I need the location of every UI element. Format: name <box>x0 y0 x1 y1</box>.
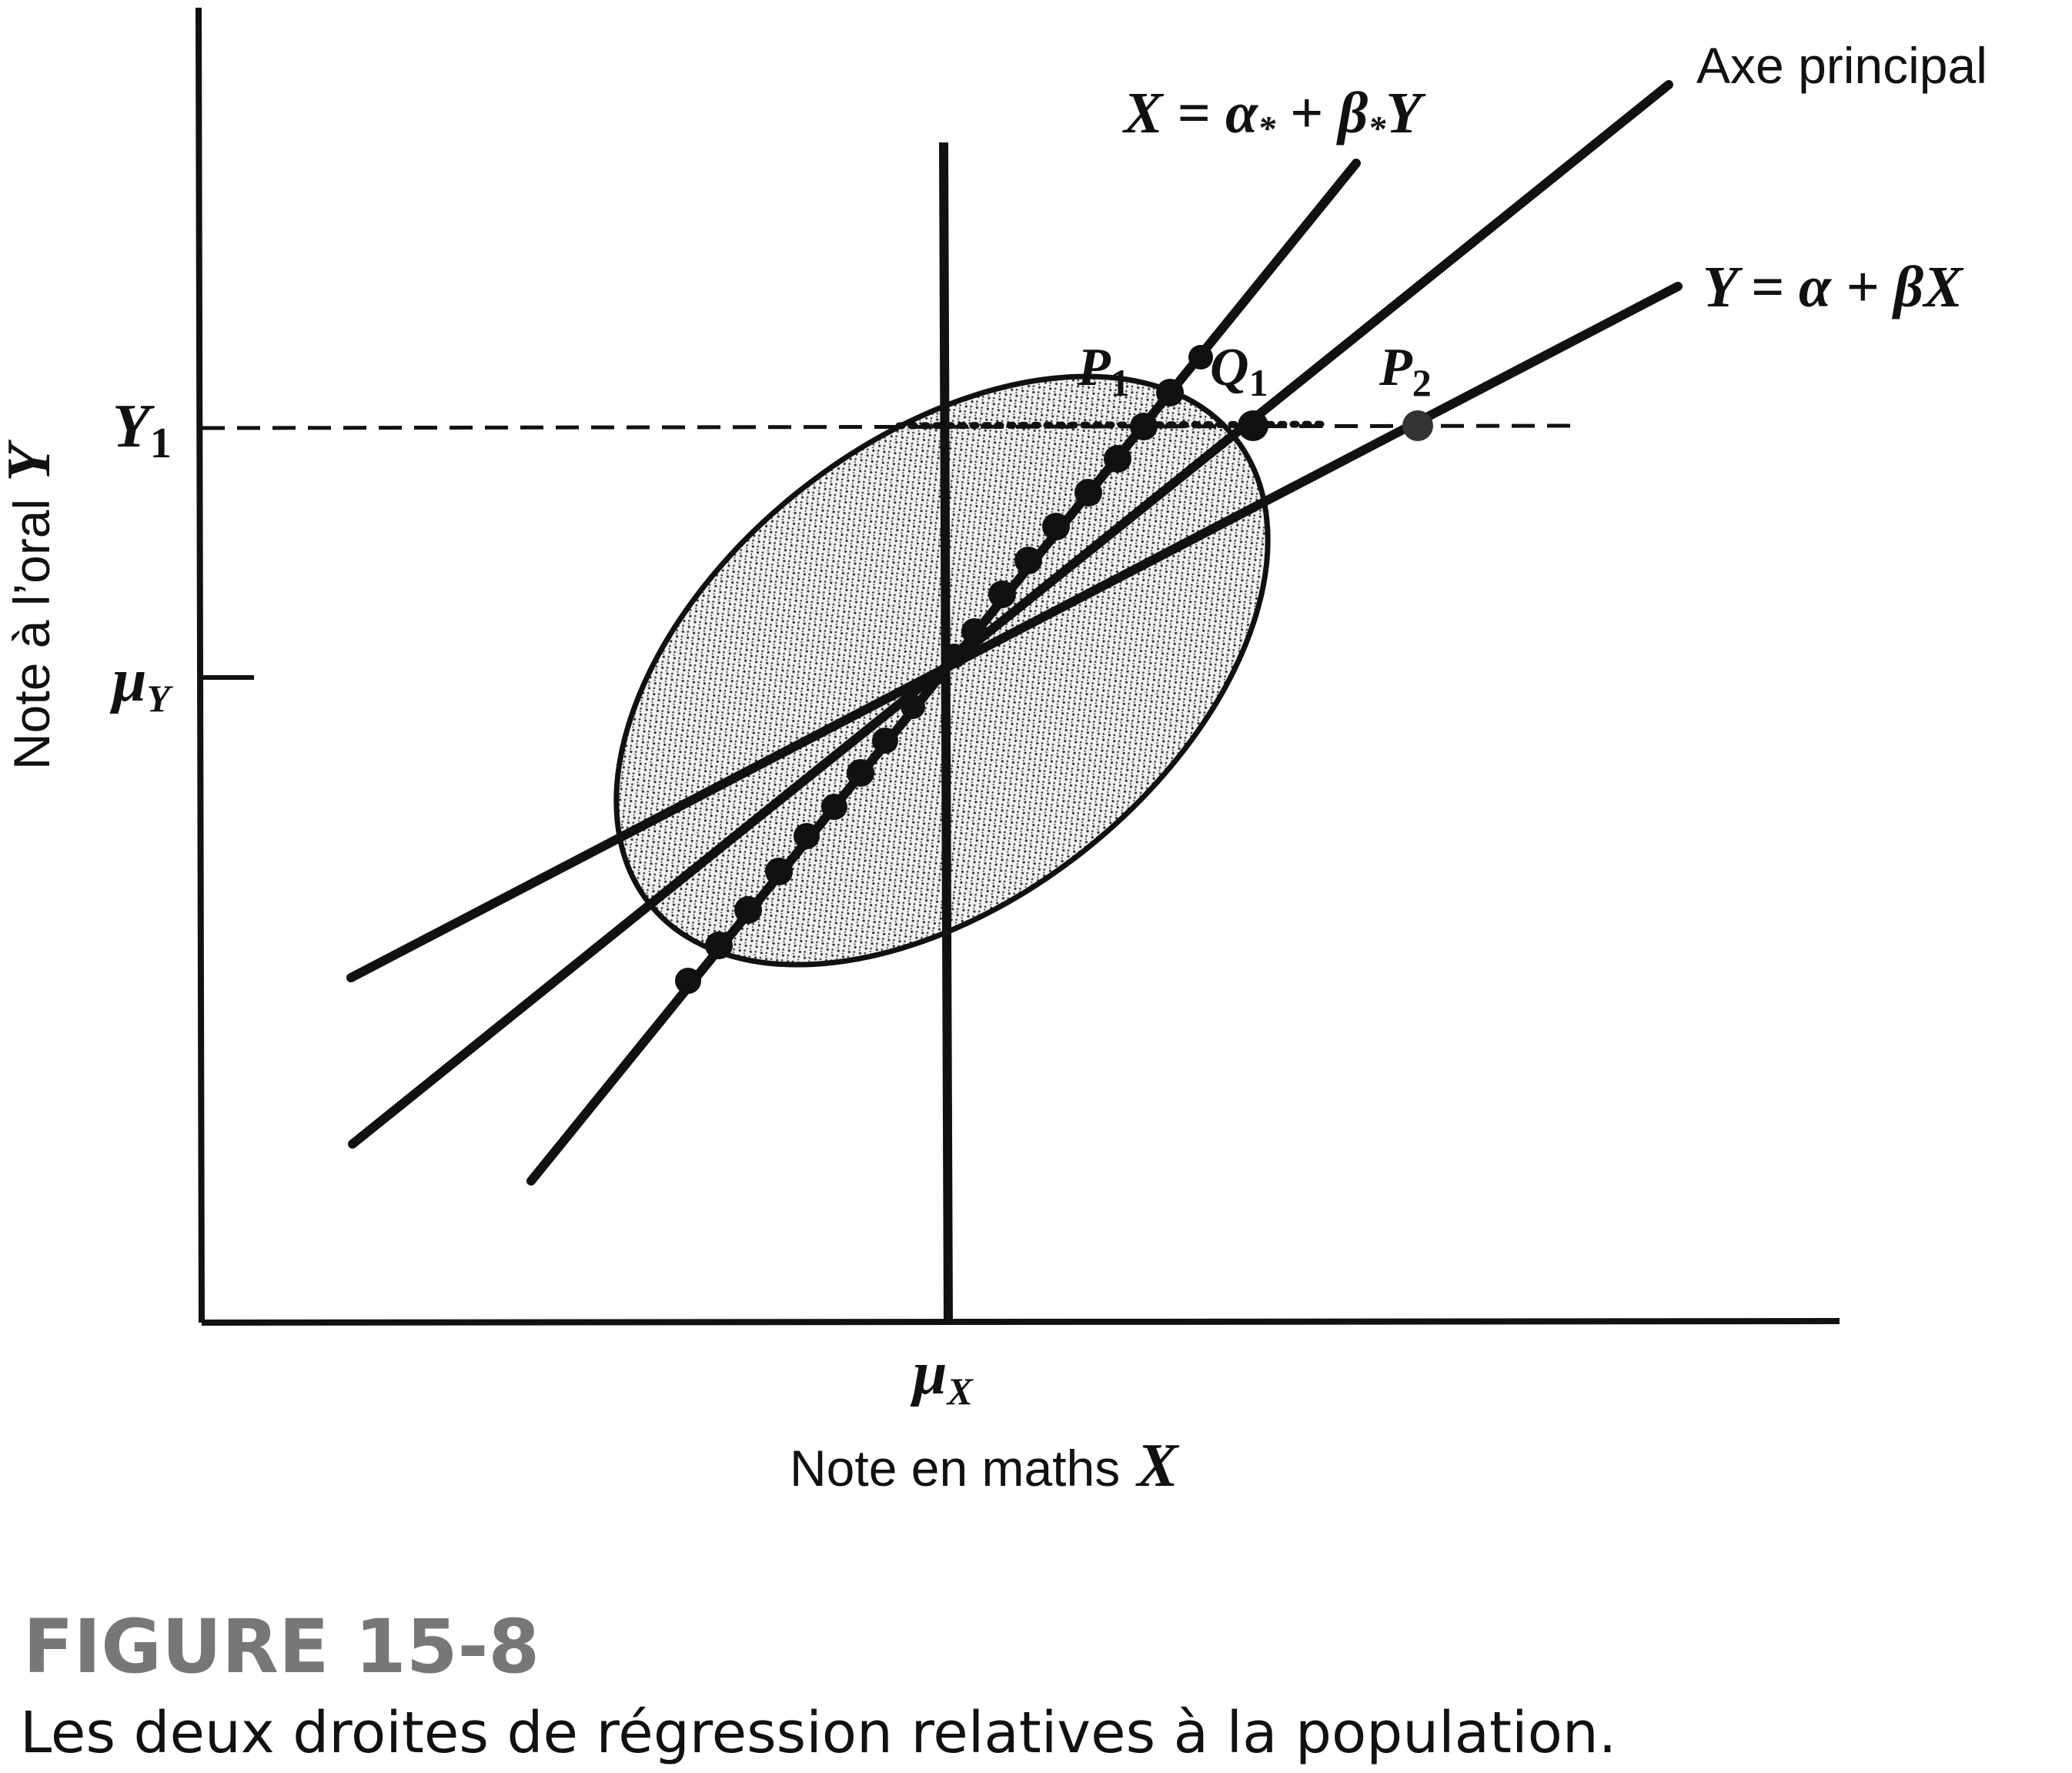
figure-number: FIGURE 15-8 <box>23 1604 540 1690</box>
conditional-mean-dots <box>675 345 1213 994</box>
line-principal-axis <box>348 80 1673 1149</box>
point-p2-label: P2 <box>1379 338 1432 404</box>
tick-label-y1: Y1 <box>112 393 172 467</box>
point-q1-dot <box>1238 410 1268 441</box>
mu-x-line <box>939 142 953 1323</box>
point-q1-label: Q1 <box>1210 338 1268 404</box>
eq-y-on-x: Y = α + βX <box>1703 255 1964 319</box>
y-axis-title: Note à l’oralY <box>0 440 63 770</box>
point-p2-dot <box>1402 410 1433 441</box>
y-axis <box>196 7 205 1323</box>
point-p1-label: P1 <box>1077 338 1130 404</box>
line-y-on-x <box>346 282 1683 982</box>
label-axe-principal: Axe principal <box>1696 37 1987 94</box>
y1-dashed-line <box>201 423 1571 430</box>
eq-x-on-y: X = α* + β*Y <box>1122 81 1426 148</box>
tick-label-mu-x: μX <box>910 1340 974 1413</box>
figure-caption: Les deux droites de régression relatives… <box>20 1700 1616 1766</box>
x-axis <box>201 1318 1840 1326</box>
tick-label-mu-y: μY <box>109 647 174 720</box>
